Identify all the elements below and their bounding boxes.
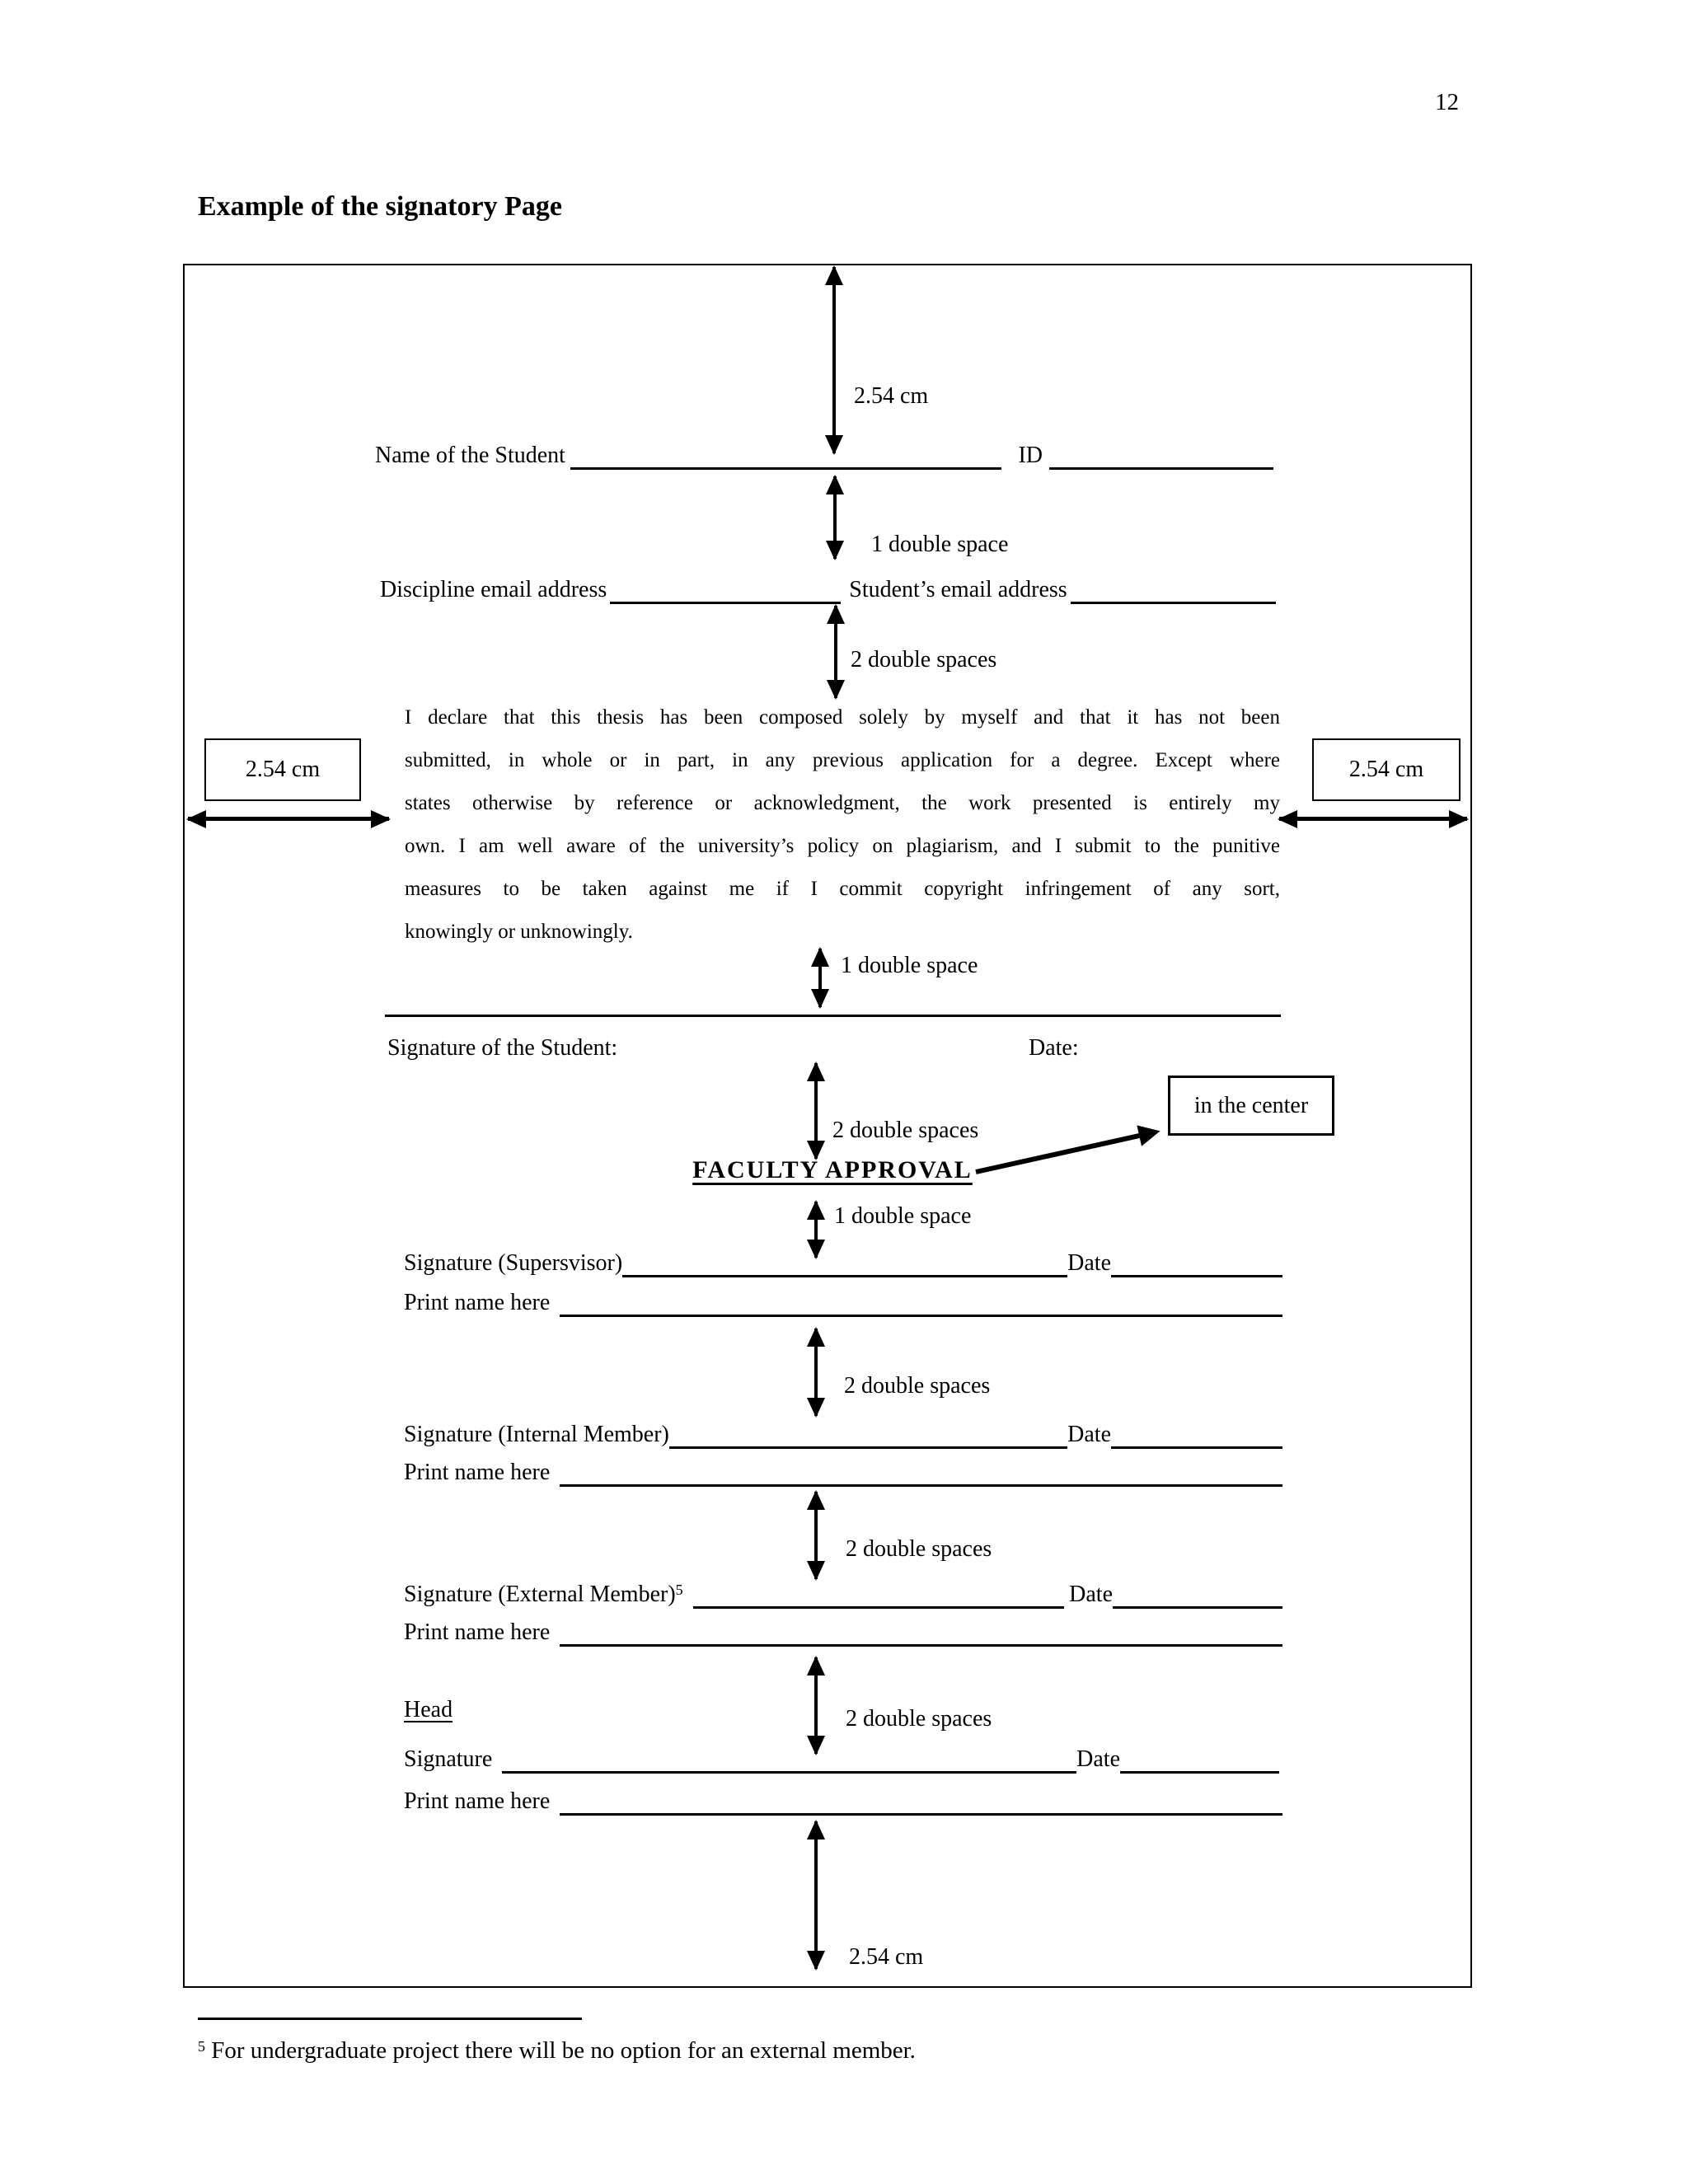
student-signature-line	[385, 1015, 1281, 1017]
print-name-underline	[560, 1315, 1282, 1317]
print-name-underline	[560, 1813, 1282, 1816]
bottom-margin-arrow	[807, 1820, 825, 1971]
left-margin-box: 2.54 cm	[204, 738, 361, 801]
footnote-separator	[198, 2018, 582, 2020]
head-print-name-row: Print name here	[404, 1784, 1282, 1816]
student-signature-label: Signature of the Student:	[387, 1035, 618, 1061]
double-space-arrow-4	[807, 1062, 825, 1160]
double-space-arrow-1	[826, 475, 844, 560]
head-heading: Head	[404, 1697, 453, 1722]
external-date-label: Date	[1069, 1582, 1113, 1607]
signatory-page-frame	[183, 264, 1472, 1988]
left-margin-arrow	[186, 809, 391, 828]
external-signature-label: Signature (External Member)5	[404, 1581, 683, 1609]
internal-date-label: Date	[1067, 1422, 1111, 1447]
top-margin-arrow	[825, 265, 843, 455]
supervisor-print-name-row: Print name here	[404, 1286, 1282, 1317]
head-date-label: Date	[1076, 1746, 1120, 1772]
page-number: 12	[1435, 89, 1459, 115]
print-name-label: Print name here	[404, 1619, 551, 1645]
email-row: Discipline email address Student’s email…	[380, 573, 1276, 604]
name-id-row: Name of the Student ID	[375, 438, 1273, 470]
center-note-label: in the center	[1193, 1092, 1309, 1118]
student-email-label: Student’s email address	[849, 577, 1067, 602]
double-space-label-1: 1 double space	[871, 532, 1009, 557]
student-email-underline	[1070, 602, 1276, 604]
print-name-label: Print name here	[404, 1460, 551, 1485]
faculty-approval-heading: FACULTY APPROVAL	[692, 1156, 973, 1183]
top-margin-label: 2.54 cm	[854, 383, 929, 409]
supervisor-date-label: Date	[1067, 1250, 1111, 1276]
double-space-label-8: 2 double spaces	[846, 1706, 992, 1732]
print-name-label: Print name here	[404, 1788, 551, 1814]
internal-signature-underline	[668, 1446, 1068, 1449]
right-margin-arrow	[1278, 809, 1469, 828]
double-space-arrow-2	[827, 604, 845, 700]
declaration-line: own. I am well aware of the university’s…	[405, 835, 1280, 857]
page-title: Example of the signatory Page	[198, 191, 562, 222]
head-date-underline	[1120, 1771, 1279, 1774]
external-date-underline	[1113, 1606, 1282, 1609]
print-name-underline	[560, 1484, 1282, 1487]
discipline-email-underline	[610, 602, 842, 604]
declaration-line: submitted, in whole or in part, in any p…	[405, 749, 1280, 771]
declaration-line: I declare that this thesis has been comp…	[405, 706, 1280, 729]
right-margin-label: 2.54 cm	[1348, 757, 1424, 782]
print-name-underline	[560, 1644, 1282, 1647]
declaration-paragraph: I declare that this thesis has been comp…	[405, 696, 1280, 954]
student-date-label: Date:	[1029, 1035, 1079, 1061]
id-underline	[1049, 467, 1273, 470]
double-space-arrow-5	[807, 1200, 825, 1259]
internal-signature-row: Signature (Internal Member) Date	[404, 1418, 1282, 1449]
double-space-arrow-8	[807, 1656, 825, 1755]
left-margin-label: 2.54 cm	[245, 757, 321, 782]
declaration-line: states otherwise by reference or acknowl…	[405, 792, 1280, 814]
footnote-text: For undergraduate project there will be …	[205, 2037, 916, 2064]
supervisor-signature-label: Signature (Supersvisor)	[404, 1250, 623, 1276]
double-space-label-6: 2 double spaces	[844, 1373, 991, 1399]
head-signature-row: Signature Date	[404, 1742, 1279, 1774]
external-signature-row: Signature (External Member)5 Date	[404, 1577, 1282, 1609]
head-signature-underline	[502, 1771, 1077, 1774]
discipline-email-label: Discipline email address	[380, 577, 607, 602]
double-space-arrow-3	[811, 947, 829, 1009]
student-signature-row: Signature of the Student: Date:	[387, 1035, 1281, 1065]
double-space-label-2: 2 double spaces	[851, 647, 997, 673]
internal-print-name-row: Print name here	[404, 1455, 1282, 1487]
external-print-name-row: Print name here	[404, 1615, 1282, 1647]
internal-date-underline	[1111, 1446, 1282, 1449]
supervisor-signature-underline	[622, 1275, 1068, 1277]
double-space-label-7: 2 double spaces	[846, 1536, 992, 1562]
footnote-ref: 5	[198, 2038, 205, 2055]
print-name-label: Print name here	[404, 1290, 551, 1315]
double-space-arrow-7	[807, 1490, 825, 1581]
supervisor-signature-row: Signature (Supersvisor) Date	[404, 1246, 1282, 1277]
right-margin-box: 2.54 cm	[1312, 738, 1461, 801]
bottom-margin-label: 2.54 cm	[849, 1944, 924, 1970]
footnote: 5 For undergraduate project there will b…	[198, 2037, 916, 2064]
name-label: Name of the Student	[375, 443, 565, 468]
declaration-line: knowingly or unknowingly.	[405, 921, 633, 943]
center-note-box: in the center	[1168, 1076, 1334, 1136]
external-footnote-ref: 5	[675, 1582, 683, 1598]
internal-signature-label: Signature (Internal Member)	[404, 1422, 669, 1447]
double-space-label-3: 1 double space	[841, 953, 978, 978]
double-space-label-5: 1 double space	[834, 1203, 972, 1229]
declaration-line: measures to be taken against me if I com…	[405, 878, 1280, 900]
external-signature-underline	[692, 1606, 1065, 1609]
name-underline	[570, 467, 1002, 470]
double-space-arrow-6	[807, 1327, 825, 1418]
external-signature-text: Signature (External Member)	[404, 1582, 676, 1607]
double-space-label-4: 2 double spaces	[832, 1118, 979, 1143]
head-signature-label: Signature	[404, 1746, 493, 1772]
supervisor-date-underline	[1111, 1275, 1282, 1277]
id-label: ID	[1018, 443, 1043, 468]
